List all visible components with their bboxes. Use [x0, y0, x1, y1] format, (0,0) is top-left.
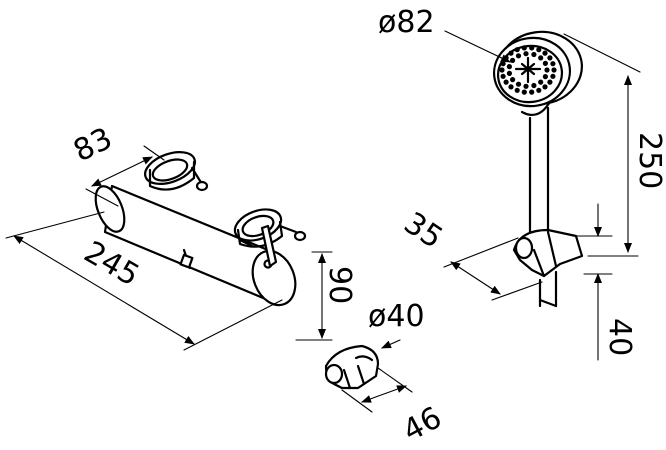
label-mixer-height: 90: [322, 266, 357, 304]
nozzle-dot: [500, 61, 506, 67]
nozzle-dot: [544, 67, 550, 73]
nozzle-dot: [506, 64, 512, 70]
nozzle-dot: [509, 57, 516, 64]
dim-holder-height: 40: [575, 203, 637, 361]
nozzle-dot: [523, 51, 529, 57]
nozzle-dot: [547, 79, 553, 85]
hand-shower: [492, 30, 584, 308]
nozzle-dot: [515, 53, 522, 59]
nozzle-dot: [508, 50, 514, 56]
dim-handset-length: 250: [563, 33, 666, 257]
label-mixer-depth: 83: [68, 121, 118, 169]
nozzle-dot: [523, 83, 529, 89]
label-bracket-width: 46: [397, 400, 447, 449]
label-holder-height: 40: [602, 318, 637, 356]
label-holder-depth: 35: [398, 206, 449, 256]
nozzle-dot: [515, 81, 522, 87]
dim-handset-diameter: ø82: [378, 5, 511, 63]
nozzle-dot: [500, 73, 506, 79]
nozzle-dot: [550, 73, 556, 79]
nozzle-dot: [542, 50, 548, 56]
nozzle-dot: [538, 55, 544, 61]
dim-mixer-height: 90: [295, 251, 357, 341]
nozzle-dot: [508, 84, 514, 90]
nozzle-dot: [542, 84, 548, 90]
nozzle-dot: [529, 45, 535, 51]
label-bracket-diameter: ø40: [368, 299, 425, 334]
nozzle-dot: [550, 61, 556, 67]
wall-bracket: [324, 344, 380, 390]
nozzle-dot: [499, 67, 505, 73]
nozzle-dot: [506, 70, 512, 76]
label-handset-length: 250: [632, 132, 666, 189]
nozzle-dot: [521, 89, 527, 95]
shower-holder: [512, 228, 584, 308]
nozzle-dot: [542, 60, 549, 66]
nozzle-dot: [514, 47, 520, 53]
dim-bracket-diameter: ø40: [368, 299, 425, 349]
nozzle-dot: [547, 55, 553, 61]
nozzle-dot: [529, 89, 535, 95]
nozzle-dot: [538, 79, 544, 85]
nozzle-dot: [531, 82, 537, 89]
nozzle-dot: [521, 45, 527, 51]
nozzle-dot: [509, 77, 516, 83]
nozzle-dot: [551, 67, 557, 73]
nozzle-dot: [514, 87, 520, 93]
left-wall-flange: [144, 151, 209, 192]
nozzle-dot: [536, 47, 542, 53]
right-wall-flange: [233, 208, 307, 268]
nozzle-dot: [531, 51, 537, 58]
label-handset-diameter: ø82: [378, 5, 435, 40]
nozzle-dot: [503, 79, 509, 85]
nozzle-dot: [542, 74, 549, 80]
shower-head: [492, 30, 583, 108]
nozzle-dot: [536, 87, 542, 93]
